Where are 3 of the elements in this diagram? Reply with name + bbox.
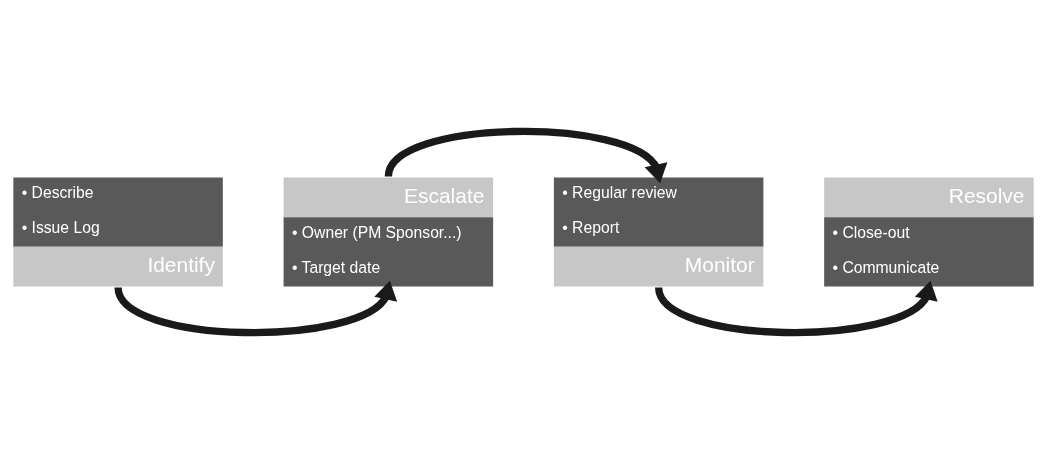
arrow xyxy=(655,280,938,337)
arrow xyxy=(114,280,398,337)
arrow xyxy=(384,127,668,184)
